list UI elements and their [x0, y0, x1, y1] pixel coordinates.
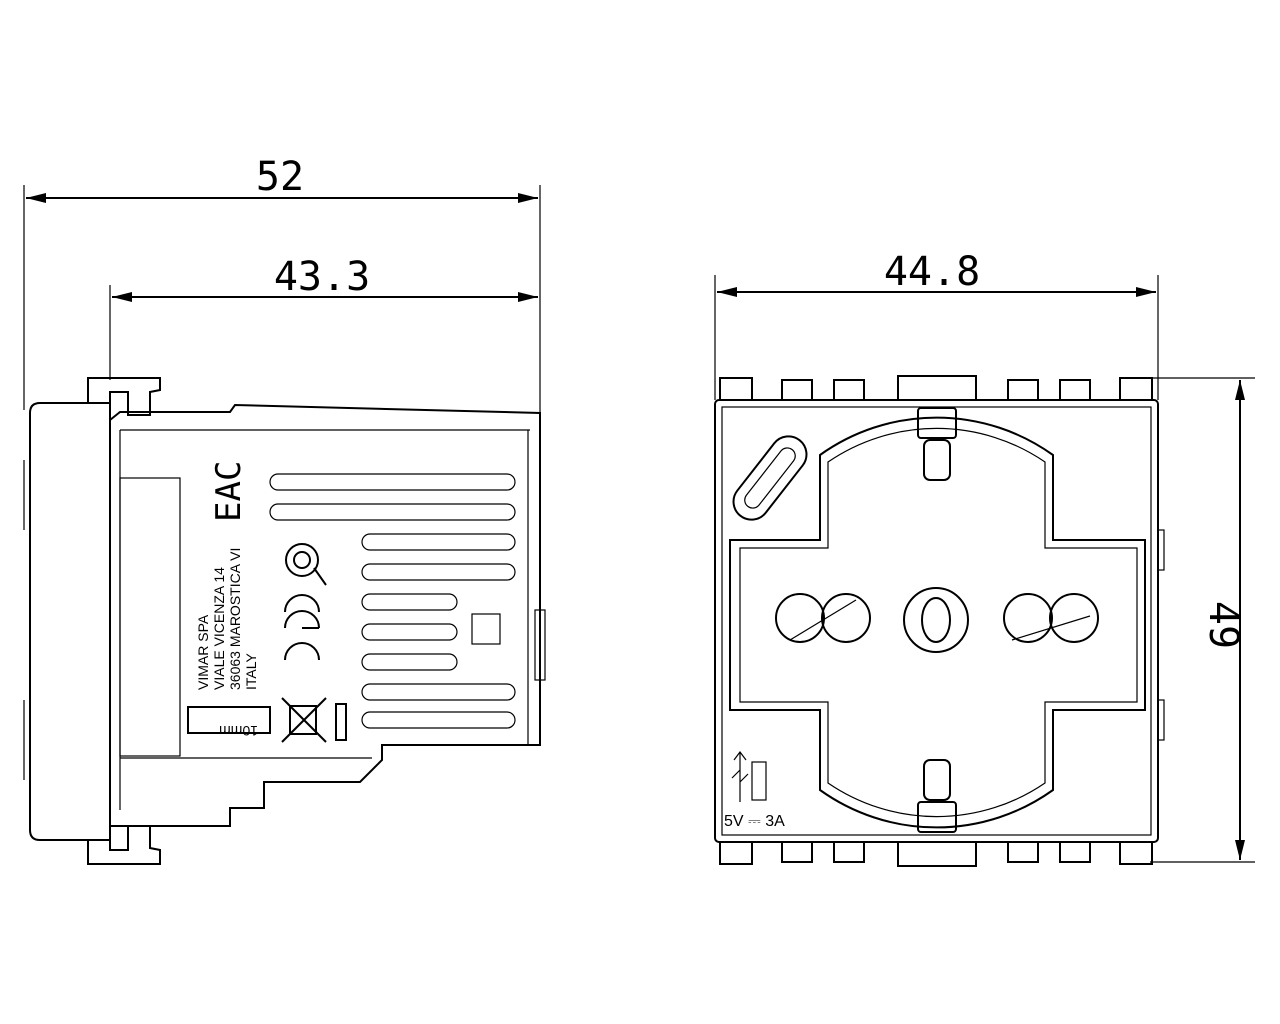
usb-rating: 5V ⎓ 3A [724, 813, 785, 830]
usb-c-port-icon [732, 435, 808, 521]
dimension-side-body: 43.3 [274, 254, 370, 300]
socket-hole-left [775, 593, 871, 643]
dimension-side-total: 52 [256, 154, 304, 200]
imq-mark-icon [285, 543, 327, 586]
front-plate [714, 399, 1159, 843]
usb-icon [731, 751, 767, 802]
eac-mark: EAC [209, 461, 249, 522]
side-body [109, 403, 541, 827]
company-line-3: 36063 MAROSTICA VI [227, 548, 243, 690]
side-inner-block [119, 477, 181, 757]
strip-length-label: 10mm [219, 723, 258, 739]
front-top-tabs [719, 375, 1153, 401]
vent-slots [269, 473, 516, 729]
company-line-2: VIALE VICENZA 14 [211, 567, 227, 690]
company-line-1: VIMAR SPA [195, 614, 211, 690]
socket-hole-right [1003, 593, 1099, 643]
weee-bin-icon [281, 697, 347, 743]
side-bottom-clip [87, 825, 161, 865]
ce-mark-icon: CE [284, 594, 320, 661]
side-view: 52 43.3 [23, 154, 546, 865]
front-bottom-tabs [719, 841, 1153, 867]
company-marking: VIMAR SPA VIALE VICENZA 14 36063 MAROSTI… [195, 548, 259, 690]
earth-contact-bottom [917, 759, 957, 833]
company-line-4: ITALY [243, 653, 259, 690]
strip-gauge [187, 706, 271, 734]
socket-face [729, 416, 1146, 829]
side-cover [29, 402, 111, 841]
dimension-front-height: 49 [1200, 601, 1246, 649]
front-view: 44.8 49 [714, 249, 1255, 867]
socket-hole-center [903, 587, 969, 653]
earth-contact-top [917, 407, 957, 481]
svg-text:EAC: EAC [209, 461, 249, 522]
dimension-front-width: 44.8 [884, 249, 980, 295]
side-top-clip [87, 377, 161, 416]
